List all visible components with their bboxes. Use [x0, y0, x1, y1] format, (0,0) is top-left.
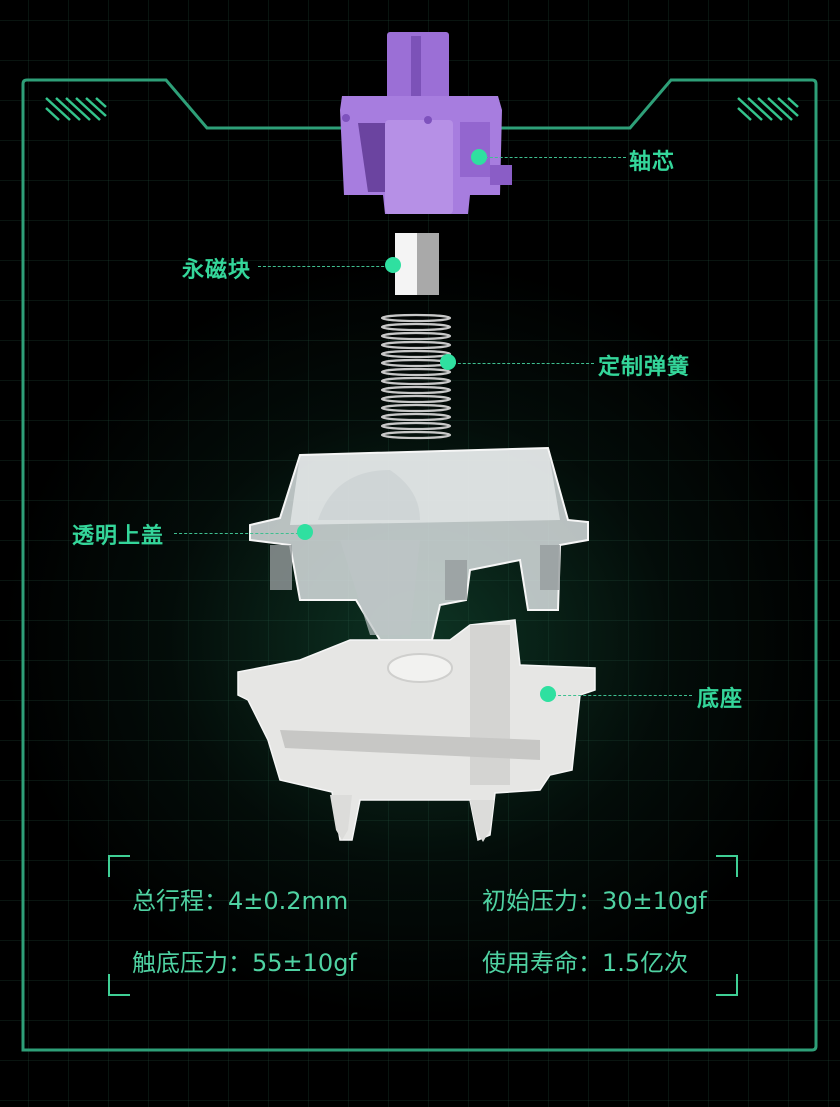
spec-label: 总行程： — [132, 887, 228, 915]
top-housing-marker-dot — [297, 524, 313, 540]
stem-marker-dot — [471, 149, 487, 165]
hatch-left-icon — [45, 97, 107, 121]
spec-value: 30±10gf — [602, 887, 707, 915]
magnet-label: 永磁块 — [182, 258, 252, 283]
top-housing-label: 透明上盖 — [72, 524, 165, 549]
stem-illustration — [340, 32, 512, 214]
spec-value: 4±0.2mm — [228, 887, 349, 915]
top-housing-callout-line — [174, 533, 304, 534]
stem-label: 轴芯 — [629, 150, 676, 175]
spec-corner-bottom-right — [716, 974, 738, 996]
spring-marker-dot — [440, 354, 456, 370]
spring-callout-line — [448, 363, 594, 364]
bottom-housing-callout-line — [548, 695, 692, 696]
magnet-callout-line — [258, 266, 394, 267]
spring-label: 定制弹簧 — [598, 355, 691, 380]
spec-label: 初始压力： — [482, 887, 602, 915]
magnet-marker-dot — [385, 257, 401, 273]
spec-value: 55±10gf — [252, 949, 357, 977]
spec-total-travel: 总行程：4±0.2mm — [132, 881, 348, 916]
spec-value: 1.5亿次 — [602, 949, 689, 977]
bottom-housing-marker-dot — [540, 686, 556, 702]
spec-initial-force: 初始压力：30±10gf — [482, 881, 707, 916]
spec-label: 使用寿命： — [482, 949, 602, 977]
spec-corner-bottom-left — [108, 974, 130, 996]
hatch-right-icon — [737, 97, 799, 121]
stem-callout-line — [480, 157, 626, 158]
spring-illustration — [380, 313, 452, 440]
spec-lifespan: 使用寿命：1.5亿次 — [482, 943, 688, 978]
magnet-illustration — [395, 233, 439, 295]
spec-corner-top-left — [108, 855, 130, 877]
bottom-housing-label: 底座 — [697, 687, 744, 712]
top-housing-illustration — [249, 446, 589, 641]
spec-corner-top-right — [716, 855, 738, 877]
spec-label: 触底压力： — [132, 949, 252, 977]
bottom-housing-illustration — [237, 619, 596, 842]
spec-bottom-out-force: 触底压力：55±10gf — [132, 943, 357, 978]
